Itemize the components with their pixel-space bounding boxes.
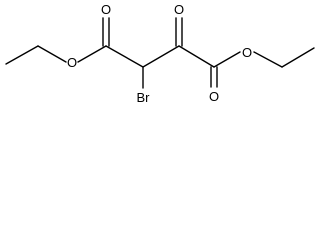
atom-label-ester-oxygen-left: O: [67, 55, 77, 70]
bond-c1-c2: [105, 45, 144, 68]
bond-c2-c3: [142, 45, 180, 68]
atom-label-carbonyl-oxygen-left: O: [101, 2, 111, 17]
bond-c4-o-right: [213, 51, 241, 68]
atom-label-ester-oxygen-right: O: [242, 45, 252, 60]
bond-ch3-ch2-left: [5, 45, 39, 65]
atom-label-carbonyl-oxygen-right: O: [209, 89, 219, 104]
bond-o-c1-left: [77, 45, 107, 63]
atom-label-bromine: Br: [137, 90, 151, 105]
bond-ch2-ch3-right: [281, 47, 315, 68]
molecule-structure: O O O Br O O: [5, 2, 315, 105]
atom-label-ketone-oxygen: O: [174, 2, 184, 17]
bond-o-ch2-right: [253, 51, 283, 68]
bond-ch2-o-left: [37, 45, 67, 63]
bond-c3-c4: [178, 45, 215, 68]
